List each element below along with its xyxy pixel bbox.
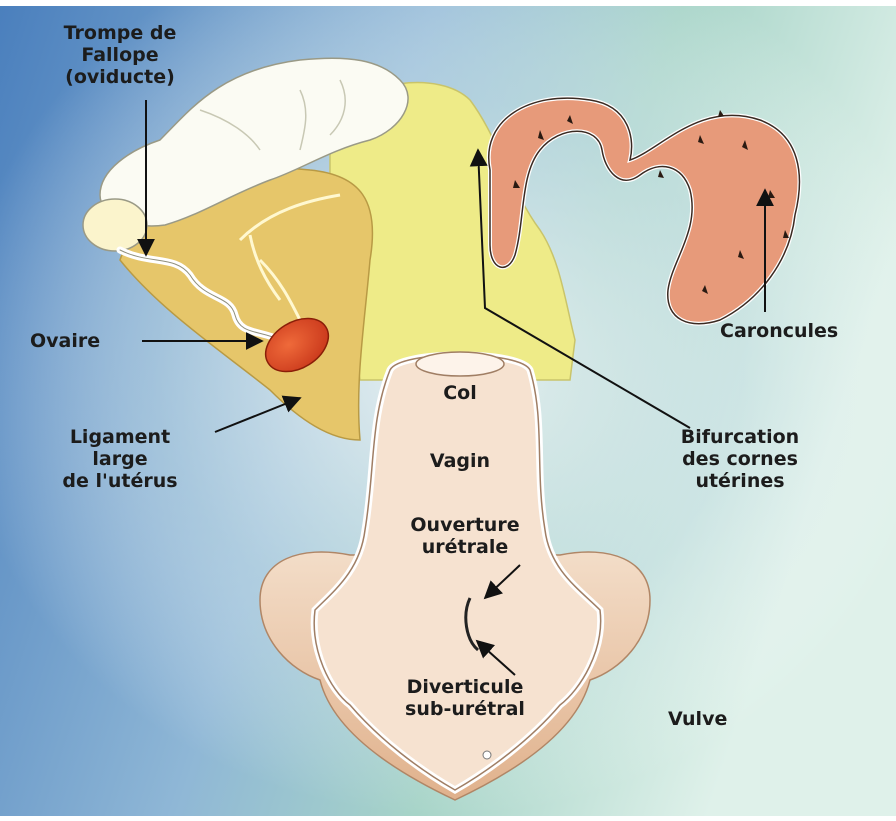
label-diverticule: Diverticule sub-urétral xyxy=(385,676,545,720)
cervix xyxy=(416,352,504,376)
label-bifurcation-line-2: des cornes xyxy=(640,448,840,470)
label-ouverture: Ouverture urétrale xyxy=(385,514,545,558)
infundibulum xyxy=(83,199,147,251)
label-trompe-line-3: (oviducte) xyxy=(30,66,210,88)
top-border xyxy=(0,0,896,6)
label-diverticule-line-2: sub-urétral xyxy=(385,698,545,720)
label-trompe-line-1: Trompe de xyxy=(30,22,210,44)
label-ouverture-line-1: Ouverture xyxy=(385,514,545,536)
label-trompe: Trompe de Fallope (oviducte) xyxy=(30,22,210,88)
label-bifurcation-line-1: Bifurcation xyxy=(640,426,840,448)
label-ligament: Ligament large de l'utérus xyxy=(20,426,220,492)
vulva-mark xyxy=(483,751,491,759)
label-diverticule-line-1: Diverticule xyxy=(385,676,545,698)
label-vagin: Vagin xyxy=(400,450,520,472)
label-ligament-line-1: Ligament xyxy=(20,426,220,448)
label-vulve: Vulve xyxy=(668,708,727,730)
label-trompe-line-2: Fallope xyxy=(30,44,210,66)
label-col: Col xyxy=(410,382,510,404)
label-ligament-line-2: large xyxy=(20,448,220,470)
label-ligament-line-3: de l'utérus xyxy=(20,470,220,492)
label-ovaire: Ovaire xyxy=(30,330,100,352)
label-bifurcation-line-3: utérines xyxy=(640,470,840,492)
label-ouverture-line-2: urétrale xyxy=(385,536,545,558)
label-bifurcation: Bifurcation des cornes utérines xyxy=(640,426,840,492)
label-caroncules: Caroncules xyxy=(720,320,838,342)
